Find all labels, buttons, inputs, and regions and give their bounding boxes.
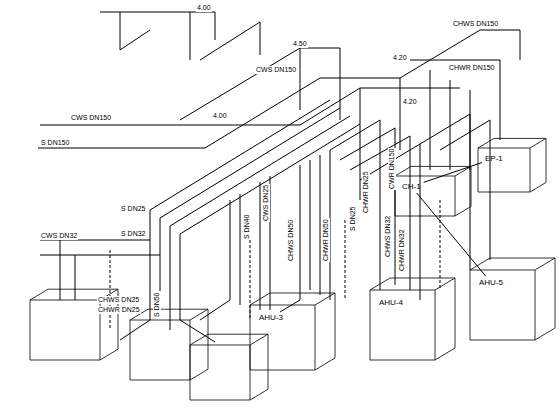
pipe-label: CWS DN25 [262,184,270,222]
pipe-label: 4.00 [196,4,212,12]
equipment-tag: EP-1 [482,152,506,165]
pipe-label: CWR DN150 [388,148,396,190]
pipe-label: CHWR DN25 [362,170,370,214]
equipment-tag: AHU-3 [256,311,286,324]
pipe-label: S DN50 [153,291,161,318]
equipment-box [478,138,546,192]
equipment-tag: CH-1 [399,180,424,193]
pipe-label: CHWS DN32 [384,215,392,258]
pipe-connector [417,193,486,276]
equipment-box [395,166,471,216]
equipment-tag: AHU-4 [376,296,406,309]
pipe-label: S DN32 [120,230,147,238]
pipe-label: CHWS DN25 [97,296,140,304]
pipe-label: CWS DN150 [255,66,297,74]
pipe-label: S DN40 [243,213,251,240]
pipe-label: CHWR DN150 [448,64,496,72]
pipe-label: 4.50 [292,40,308,48]
pipe-label: CWS DN32 [40,232,78,240]
pipe-label: 4.00 [212,112,228,120]
equipment-box [190,334,268,400]
pipe-label: S DN150 [40,139,70,147]
equipment-label: CH-1 [402,182,421,191]
equipment-label: EP-1 [485,154,503,163]
equipment-label: AHU-3 [259,313,283,322]
pipe-label: 4.20 [392,54,408,62]
equipment-label: AHU-5 [479,278,503,287]
pipe-label: 4.20 [402,98,418,106]
pipe-label: S DN25 [349,205,357,232]
pipe-label: CHWR DN25 [97,306,141,314]
pipe-label: CHWR DN32 [398,228,406,272]
pipe-label: CHWS DN50 [287,219,295,262]
equipment-box [370,278,455,360]
equipment-box [470,258,555,340]
pipe-label: CWS DN150 [70,114,112,122]
equipment-label: AHU-4 [379,298,403,307]
equipment-tag: AHU-5 [476,276,506,289]
pipe-label: CHWS DN150 [452,20,499,28]
pipe-connector [424,163,482,183]
pipe-label: S DN25 [120,205,147,213]
pipe-label: CHWR DN50 [322,218,330,262]
equipment-box [250,293,335,370]
